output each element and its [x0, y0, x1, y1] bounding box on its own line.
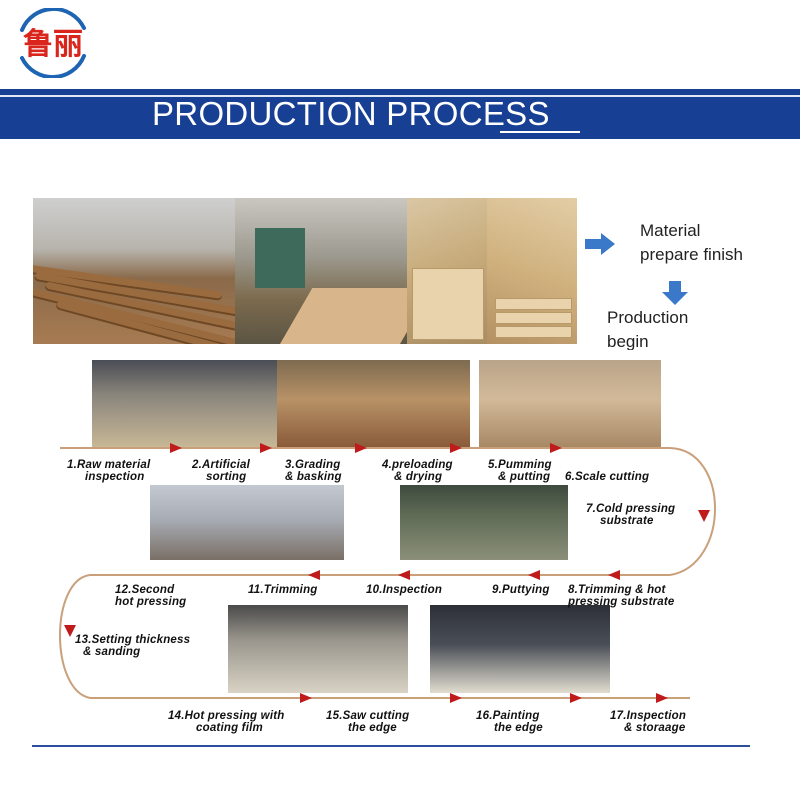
photo-step-raw-inspection	[92, 360, 285, 447]
photo-veneer-sheets	[407, 198, 487, 344]
step-4-label: 4.preloading& drying	[382, 459, 453, 483]
photo-step-hot-press	[400, 485, 568, 560]
photo-step-cold-press	[150, 485, 344, 560]
photo-board-stack	[487, 198, 577, 344]
banner-highlight-line	[0, 95, 800, 97]
step-9-label: 9.Puttying	[492, 584, 550, 596]
logo-arc-bottom	[20, 54, 86, 78]
title-banner	[0, 89, 800, 139]
footer-line	[32, 745, 750, 747]
material-prepare-text: Material prepare finish	[640, 221, 744, 264]
page-title: PRODUCTION PROCESS	[152, 95, 550, 132]
step-6-label: 6.Scale cutting	[565, 471, 650, 483]
step-13-label: 13.Setting thickness& sanding	[75, 634, 191, 658]
step-3-label: 3.Grading& basking	[285, 459, 342, 483]
company-logo: 鲁丽	[20, 8, 86, 78]
step-17-label: 17.Inspection& storaage	[610, 710, 687, 734]
photo-step-putting	[479, 360, 661, 447]
photo-step-sorting	[277, 360, 470, 447]
title-underline	[500, 131, 580, 133]
production-begin-text: Production begin	[607, 308, 689, 351]
logo-arc-top	[20, 8, 86, 32]
photo-raw-logs	[33, 198, 238, 344]
step-10-label: 10.Inspection	[366, 584, 443, 596]
logo-text: 鲁丽	[23, 27, 83, 62]
photo-step-sanding	[228, 605, 408, 693]
photo-step-storage	[430, 605, 610, 693]
arrow-down-icon	[662, 281, 688, 305]
arrow-right-icon	[585, 233, 615, 255]
flow-path	[59, 443, 716, 703]
step-5-label: 5.Pumming& putting	[488, 459, 552, 483]
photo-veneer-peeling	[235, 198, 407, 344]
step-11-label: 11.Trimming	[248, 584, 318, 596]
